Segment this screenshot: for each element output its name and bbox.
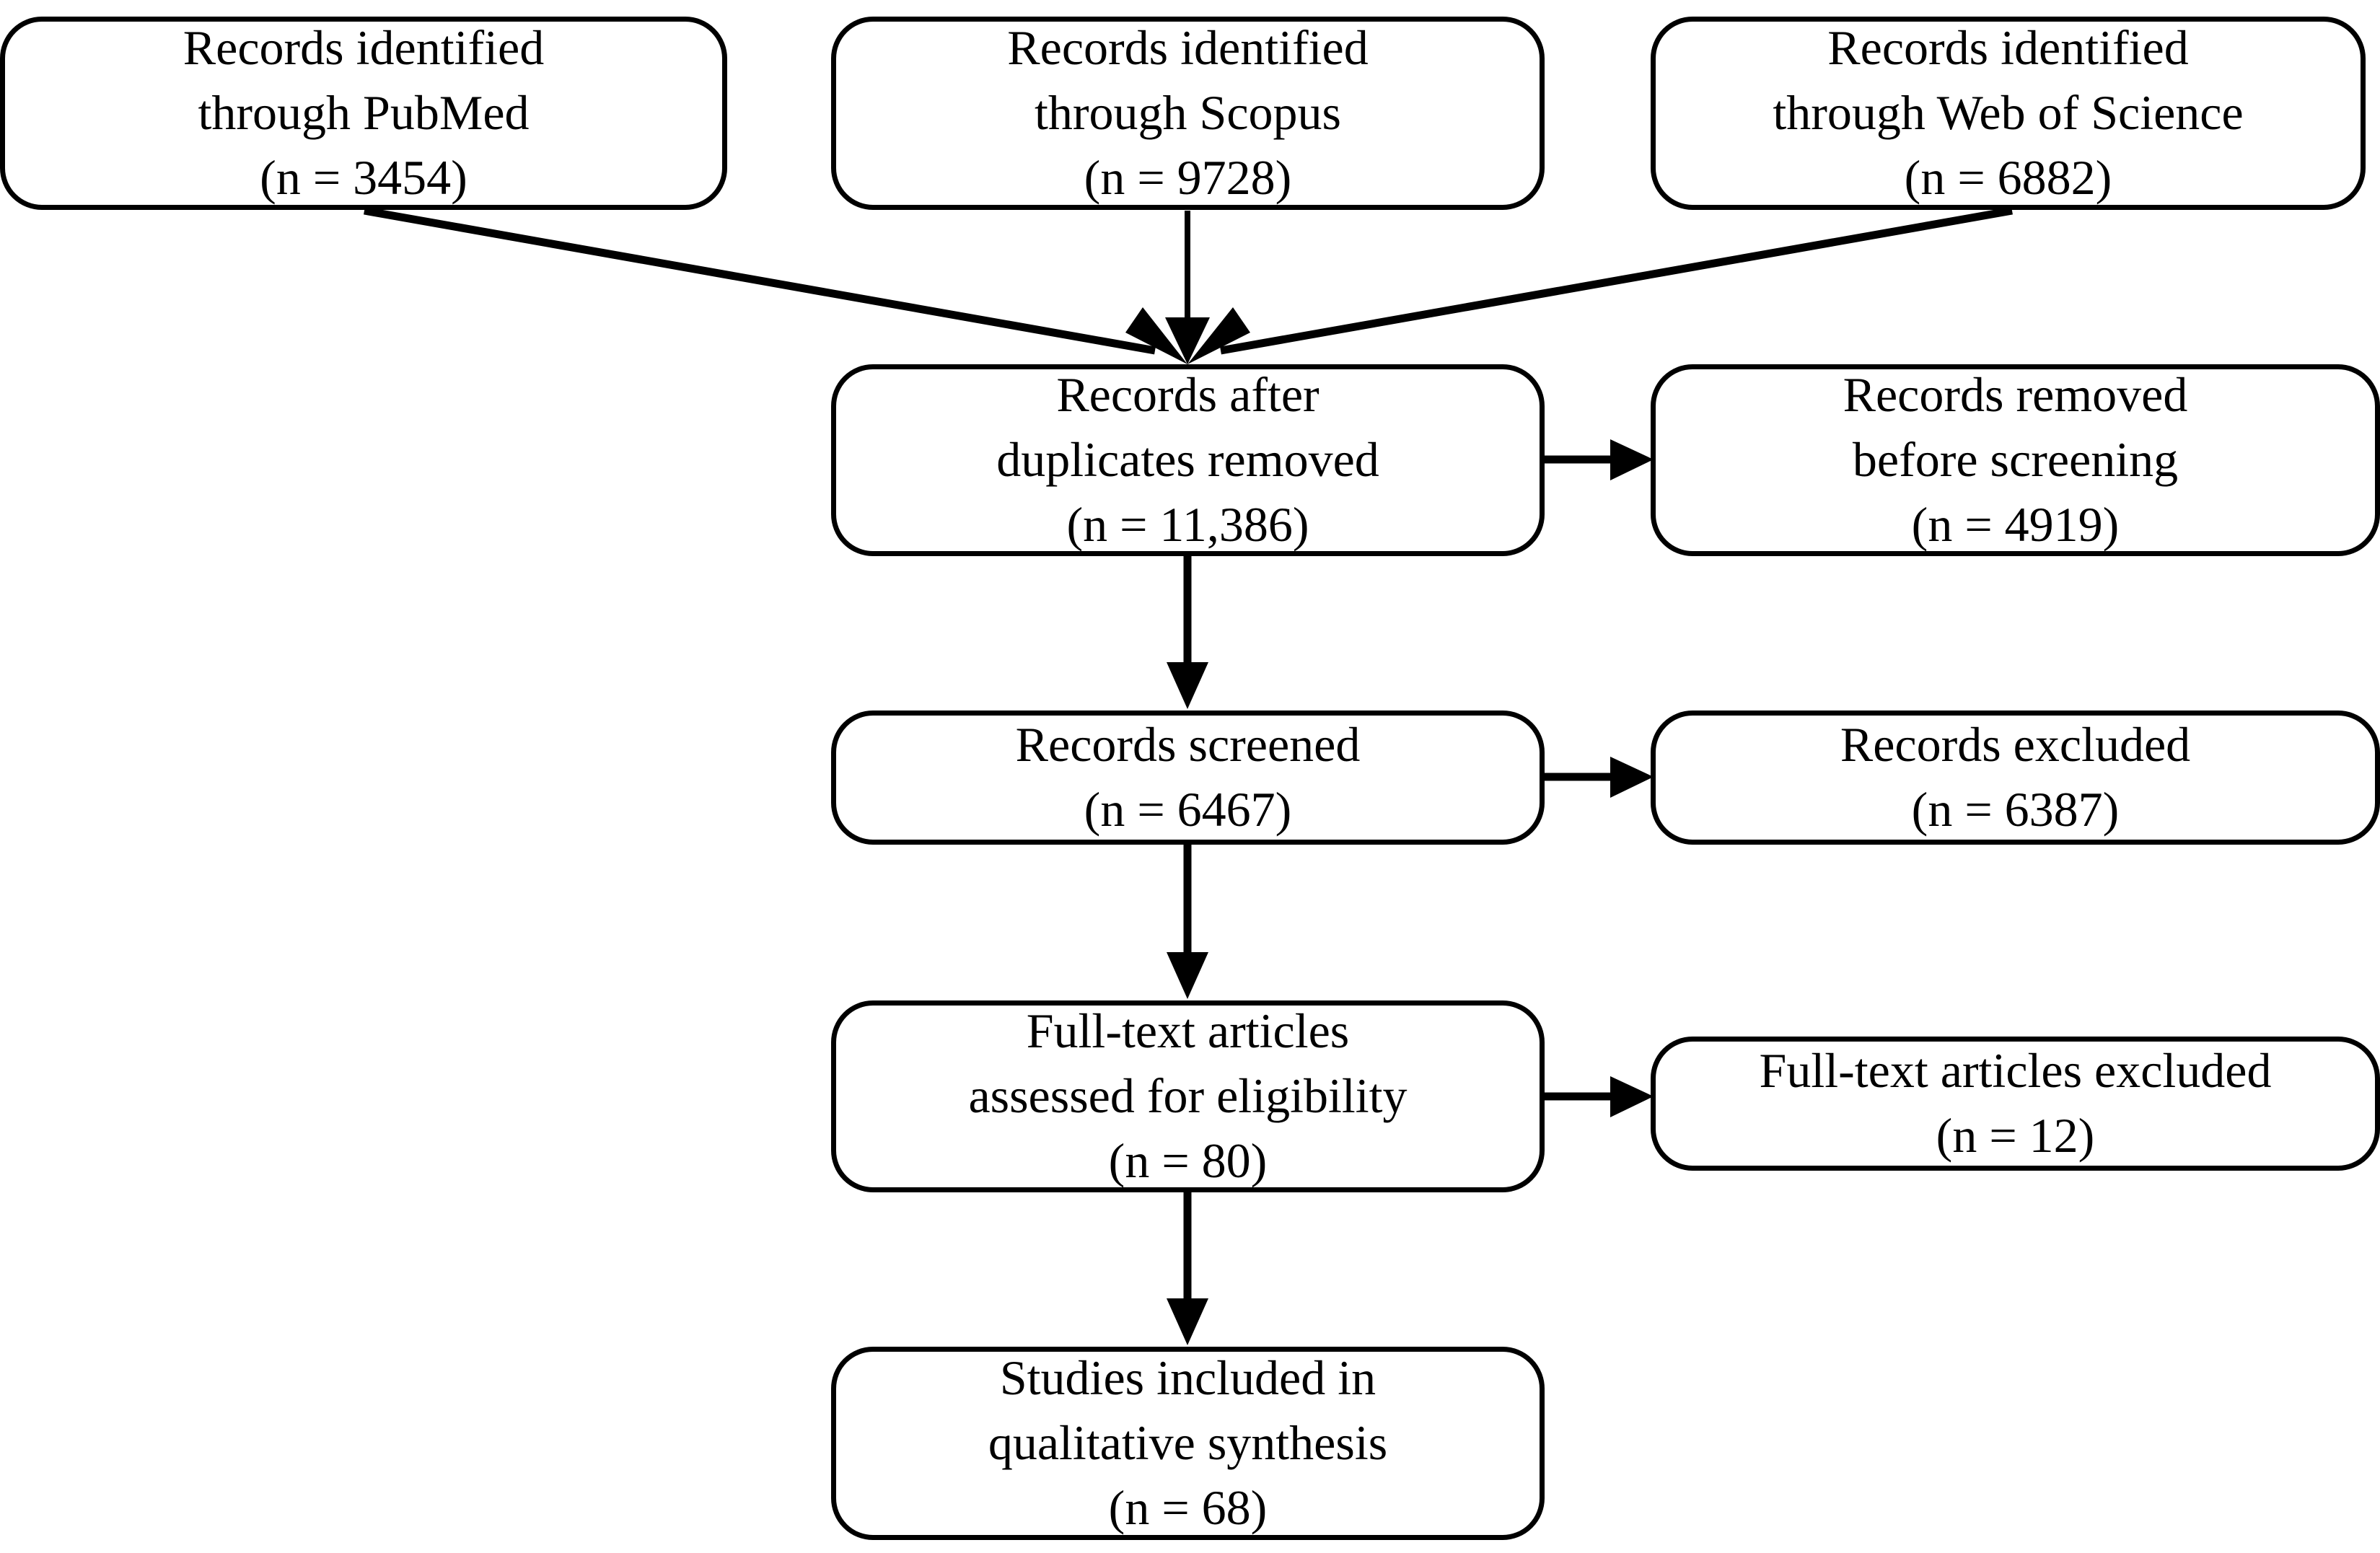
edge-pubmed-to-dedup [364,206,1187,364]
node-records-excluded: Records excluded (n = 6387) [1651,710,2380,845]
node-count: (n = 9728) [1084,149,1292,205]
node-line: Full-text articles [1026,1003,1350,1059]
node-count: (n = 6467) [1084,782,1292,837]
node-line: Records removed [1843,367,2188,423]
node-count: (n = 6882) [1904,149,2112,205]
node-line: assessed for eligibility [968,1068,1408,1124]
edge-dedup-to-screened [1167,556,1208,709]
node-line: Records after [1056,367,1319,423]
node-line: through Scopus [1035,85,1341,141]
node-full-text-articles-assessed: Full-text articles assessed for eligibil… [831,1000,1545,1192]
edge-fulltext-to-ftexcluded [1545,1076,1654,1117]
node-full-text-articles-excluded: Full-text articles excluded (n = 12) [1651,1037,2380,1171]
node-studies-included-qualitative-synthesis: Studies included in qualitative synthesi… [831,1347,1545,1540]
edge-screened-to-excluded [1545,757,1654,798]
node-line: through Web of Science [1773,85,2244,141]
node-count: (n = 68) [1108,1479,1268,1535]
node-count: (n = 12) [1936,1108,2095,1163]
node-count: (n = 6387) [1911,782,2120,837]
node-records-after-duplicates-removed: Records after duplicates removed (n = 11… [831,364,1545,556]
node-line: Records identified [183,20,545,76]
node-records-removed-before-screening: Records removed before screening (n = 49… [1651,364,2380,556]
node-line: qualitative synthesis [988,1415,1388,1471]
node-line: Studies included in [999,1350,1376,1406]
node-line: Records excluded [1840,717,2191,773]
node-line: before screening [1852,432,2179,488]
node-line: Full-text articles excluded [1759,1043,2272,1099]
node-line: through PubMed [198,85,530,141]
edge-fulltext-to-included [1167,1192,1208,1345]
node-records-screened: Records screened (n = 6467) [831,710,1545,845]
node-line: Records identified [1007,20,1369,76]
node-records-identified-scopus: Records identified through Scopus (n = 9… [831,17,1545,210]
node-count: (n = 80) [1108,1132,1268,1188]
node-line: Records identified [1827,20,2189,76]
node-count: (n = 11,386) [1066,496,1309,552]
edge-wos-to-dedup [1187,206,2013,364]
edge-dedup-to-removed [1545,439,1654,480]
node-count: (n = 4919) [1911,496,2120,552]
node-records-identified-pubmed: Records identified through PubMed (n = 3… [0,17,727,210]
edge-screened-to-fulltext [1167,845,1208,999]
node-records-identified-web-of-science: Records identified through Web of Scienc… [1651,17,2366,210]
node-line: duplicates removed [996,432,1379,488]
node-line: Records screened [1015,717,1361,773]
edge-scopus-to-dedup [1165,211,1210,364]
node-count: (n = 3454) [260,149,467,205]
